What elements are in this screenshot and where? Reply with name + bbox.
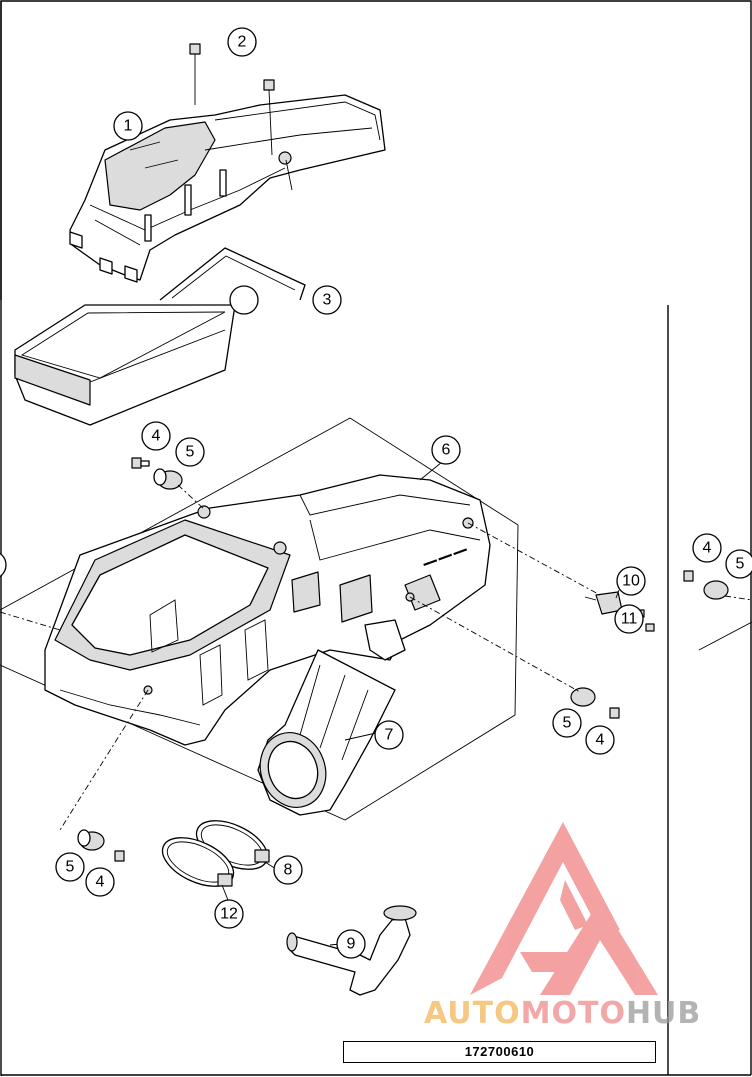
svg-text:7: 7 [385, 727, 394, 744]
callout-4-upper: 4 [141, 421, 171, 451]
svg-text:1: 1 [124, 118, 133, 135]
intake-cover-part-1 [69, 94, 386, 283]
svg-text:2: 2 [238, 34, 247, 51]
svg-text:11: 11 [621, 611, 638, 628]
svg-text:4: 4 [152, 428, 161, 445]
damper-part-5-lower [77, 829, 105, 851]
callout-6: 6 [431, 435, 461, 465]
svg-text:4: 4 [96, 874, 105, 891]
svg-text:12: 12 [220, 906, 238, 923]
watermark-wordmark: AUTOMOTOHUB [424, 996, 750, 1031]
sensor-part-10 [584, 591, 623, 615]
callout-11: 11 [614, 604, 644, 634]
air-filter-box-part-6: ▬▬ ▬▬ ▬▬ [0, 417, 519, 821]
wordmark-hub: HUB [625, 996, 702, 1031]
svg-text:4: 4 [596, 732, 605, 749]
wordmark-auto: AUTO [424, 996, 521, 1031]
callout-5-right: 5 [552, 708, 582, 738]
callout-7: 7 [374, 720, 404, 750]
svg-text:5: 5 [186, 444, 195, 461]
callout-12: 12 [214, 899, 244, 929]
callout-5-upper: 5 [175, 437, 205, 467]
svg-text:9: 9 [347, 936, 356, 953]
callout-9: 9 [336, 929, 366, 959]
screw-part-2 [189, 43, 293, 191]
callout-3: 3 [312, 285, 342, 315]
callout-10: 10 [616, 566, 646, 596]
screw-part-4-edge [683, 570, 694, 582]
damper-part-5-edge [703, 580, 729, 600]
clamp-part-12 [161, 837, 235, 887]
callout-5-edge: 5 [725, 549, 752, 579]
damper-part-5-upper [153, 468, 183, 490]
svg-text:10: 10 [622, 573, 640, 590]
svg-text:5: 5 [563, 715, 572, 732]
callout-5-lower: 5 [55, 852, 85, 882]
damper-part-5-right [570, 687, 596, 707]
callout-partial-left [0, 552, 7, 578]
callout-8: 8 [273, 855, 303, 885]
callout-2: 2 [227, 27, 257, 57]
intake-boot-part-7 [257, 649, 396, 816]
assembly-leaders [0, 484, 752, 831]
callout-partial-top [229, 285, 259, 315]
air-filter-part-3 [14, 247, 306, 426]
svg-text:4: 4 [703, 540, 712, 557]
screw-part-4-upper [131, 457, 150, 469]
svg-text:6: 6 [442, 442, 451, 459]
callout-1: 1 [113, 111, 143, 141]
callout-4-right: 4 [585, 725, 615, 755]
screw-part-4-right [609, 707, 620, 719]
drawing-number: 172700610 [343, 1041, 656, 1063]
wordmark-moto: MOTO [520, 996, 626, 1031]
svg-text:5: 5 [66, 859, 75, 876]
svg-text:8: 8 [284, 862, 293, 879]
screw-part-4-lower [114, 850, 125, 862]
svg-text:3: 3 [323, 292, 332, 309]
callout-4-edge: 4 [692, 533, 722, 563]
svg-text:5: 5 [736, 556, 745, 573]
callout-leaders [221, 461, 620, 946]
callout-4-lower: 4 [85, 867, 115, 897]
